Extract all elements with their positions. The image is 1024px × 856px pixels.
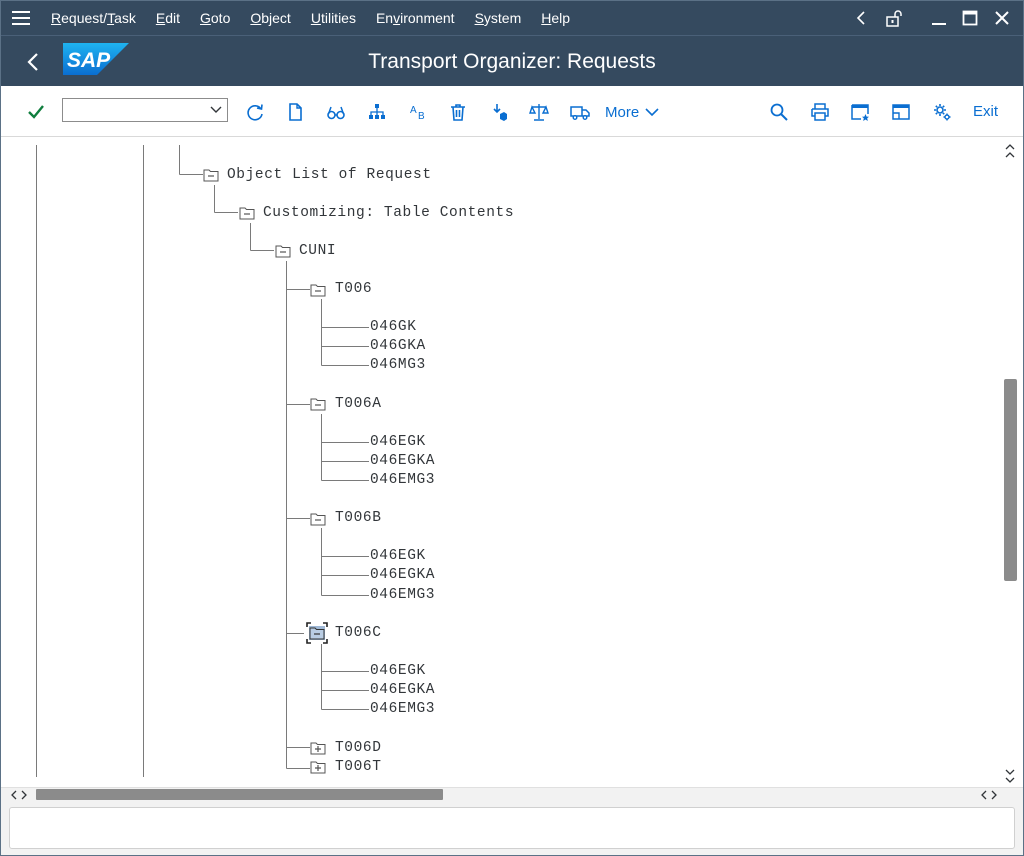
tree-leaf-key[interactable]: 046EMG3 (370, 472, 436, 488)
status-message (9, 807, 1015, 849)
print-icon[interactable] (806, 99, 834, 125)
folder-closed-icon[interactable] (310, 741, 326, 755)
scroll-up-icon[interactable] (1002, 139, 1018, 163)
menu-system[interactable]: System (474, 10, 522, 26)
minimize-icon[interactable] (922, 1, 956, 35)
exit-button[interactable]: Exit (973, 103, 999, 120)
command-input[interactable] (63, 99, 203, 121)
tree-leaf-key[interactable]: 046EGK (370, 548, 426, 564)
svg-text:A: A (410, 105, 417, 116)
tree-leaf-key[interactable]: 046GKA (370, 338, 426, 354)
folder-open-icon[interactable] (310, 283, 326, 297)
vertical-scroll-thumb[interactable] (1004, 379, 1017, 581)
menu-object[interactable]: Object (250, 10, 291, 26)
window-layout-icon[interactable] (887, 99, 915, 125)
folder-open-icon[interactable] (275, 244, 291, 258)
search-icon[interactable] (765, 99, 793, 125)
scroll-left-right-icon[interactable] (981, 788, 997, 802)
truck-icon[interactable] (566, 99, 594, 125)
tree-leaf-key[interactable]: 046GK (370, 319, 417, 335)
sap-logo: SAP (63, 43, 129, 75)
hierarchy-icon[interactable] (363, 99, 391, 125)
unlock-icon[interactable] (877, 1, 911, 35)
folder-open-icon[interactable] (203, 168, 219, 182)
tree-leaf-key[interactable]: 046EGK (370, 663, 426, 679)
folder-open-selected-icon[interactable] (306, 622, 328, 644)
back-button[interactable] (19, 48, 47, 76)
chevron-left-icon[interactable] (844, 1, 878, 35)
chevron-down-icon (645, 108, 659, 117)
check-icon[interactable] (22, 99, 50, 125)
svg-text:B: B (418, 111, 425, 122)
tree-node-table-selected[interactable]: T006C (335, 625, 382, 641)
tree-leaf-key[interactable]: 046EGKA (370, 567, 436, 583)
trash-icon[interactable] (444, 99, 472, 125)
close-icon[interactable] (985, 1, 1019, 35)
menu-environment[interactable]: Environment (375, 10, 455, 26)
folder-closed-icon[interactable] (310, 760, 326, 774)
menu-help[interactable]: Help (541, 10, 571, 26)
tree-node-table[interactable]: T006B (335, 510, 382, 526)
balance-icon[interactable] (525, 99, 553, 125)
tree-node-table[interactable]: T006D (335, 740, 382, 756)
more-button[interactable]: More (605, 99, 659, 125)
settings-icon[interactable] (928, 99, 956, 125)
tree-leaf-key[interactable]: 046EGKA (370, 682, 436, 698)
tree-leaf-key[interactable]: 046EGKA (370, 453, 436, 469)
page-title: Transport Organizer: Requests (368, 50, 656, 73)
svg-text:SAP: SAP (67, 49, 111, 72)
tree-node-cuni[interactable]: CUNI (299, 243, 337, 259)
tree-leaf-key[interactable]: 046EMG3 (370, 701, 436, 717)
menu-utilities[interactable]: Utilities (310, 10, 356, 26)
window-star-icon[interactable] (846, 99, 874, 125)
tree-leaf-key[interactable]: 046EGK (370, 434, 426, 450)
glasses-icon[interactable] (322, 99, 350, 125)
command-field[interactable] (62, 98, 228, 122)
tree-connector-lines (36, 145, 369, 777)
maximize-icon[interactable] (953, 1, 987, 35)
status-bar (1, 803, 1023, 855)
menu-edit[interactable]: Edit (155, 10, 180, 26)
refresh-icon[interactable] (241, 99, 269, 125)
folder-open-icon[interactable] (310, 512, 326, 526)
tree-node-table[interactable]: T006A (335, 396, 382, 412)
tree-node-customizing[interactable]: Customizing: Table Contents (263, 205, 515, 221)
object-list-tree: Object List of Request Customizing: Tabl… (1, 137, 1023, 787)
tree-node-object-list[interactable]: Object List of Request (227, 167, 432, 183)
document-icon[interactable] (281, 99, 309, 125)
folder-open-icon[interactable] (310, 397, 326, 411)
release-icon[interactable] (485, 99, 513, 125)
menu-bar: Request/Task Edit Goto Object Utilities … (1, 1, 1023, 35)
hamburger-menu-icon[interactable] (1, 1, 41, 35)
chevron-down-icon[interactable] (207, 101, 225, 119)
scroll-down-icon[interactable] (1002, 764, 1018, 788)
menu-request-task[interactable]: Request/Task (51, 10, 136, 26)
scroll-left-right-icon[interactable] (11, 788, 27, 802)
tree-node-table[interactable]: T006 (335, 281, 373, 297)
folder-open-icon[interactable] (239, 206, 255, 220)
tree-leaf-key[interactable]: 046MG3 (370, 357, 426, 373)
tree-node-table[interactable]: T006T (335, 759, 382, 775)
horizontal-scroll-thumb[interactable] (36, 789, 443, 800)
menu-goto[interactable]: Goto (200, 10, 231, 26)
tree-leaf-key[interactable]: 046EMG3 (370, 587, 436, 603)
title-bar: Transport Organizer: Requests SAP (1, 35, 1023, 86)
